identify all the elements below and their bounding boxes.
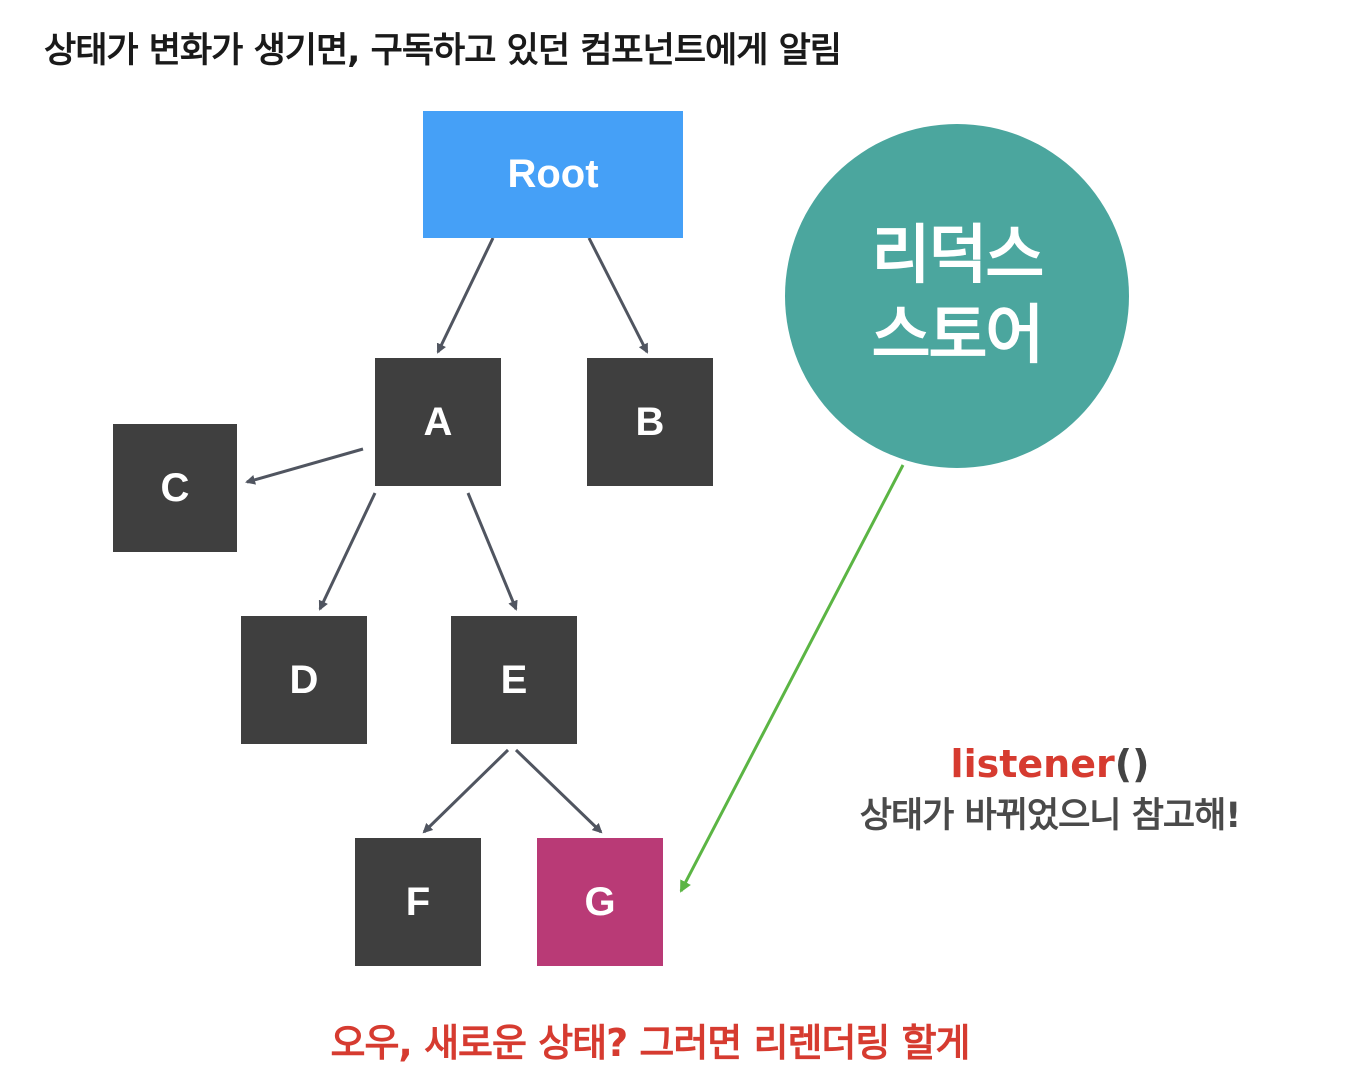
node-d: D	[241, 616, 367, 744]
node-a: A	[375, 358, 501, 486]
node-g: G	[537, 838, 663, 966]
rerender-caption: 오우, 새로운 상태? 그러면 리렌더링 할게	[330, 1021, 971, 1065]
node-e: E	[451, 616, 577, 744]
listener-call: listener()	[820, 738, 1280, 790]
page-heading: 상태가 변화가 생기면, 구독하고 있던 컴포넌트에게 알림	[44, 31, 842, 71]
node-root: Root	[423, 111, 683, 238]
store-label-line1: 리덕스	[871, 219, 1045, 293]
notify-arrow-store-g	[679, 464, 905, 893]
edge-a-d	[318, 492, 377, 611]
node-f: F	[355, 838, 481, 966]
store-label-line2: 스토어	[871, 299, 1045, 373]
edge-e-f	[422, 748, 510, 834]
edge-root-b	[587, 237, 649, 354]
listener-annotation: listener() 상태가 바뀌었으니 참고해!	[820, 738, 1280, 842]
edge-root-a	[436, 237, 495, 354]
node-c: C	[113, 424, 237, 552]
node-b: B	[587, 358, 713, 486]
listener-fn-name: listener	[950, 742, 1115, 786]
listener-parens: ()	[1114, 742, 1150, 786]
edge-a-e	[466, 492, 518, 611]
edge-a-c	[245, 447, 364, 485]
edge-e-g	[514, 748, 603, 834]
listener-note: 상태가 바뀌었으니 참고해!	[859, 796, 1242, 836]
redux-store-circle: 리덕스 스토어	[785, 124, 1129, 468]
